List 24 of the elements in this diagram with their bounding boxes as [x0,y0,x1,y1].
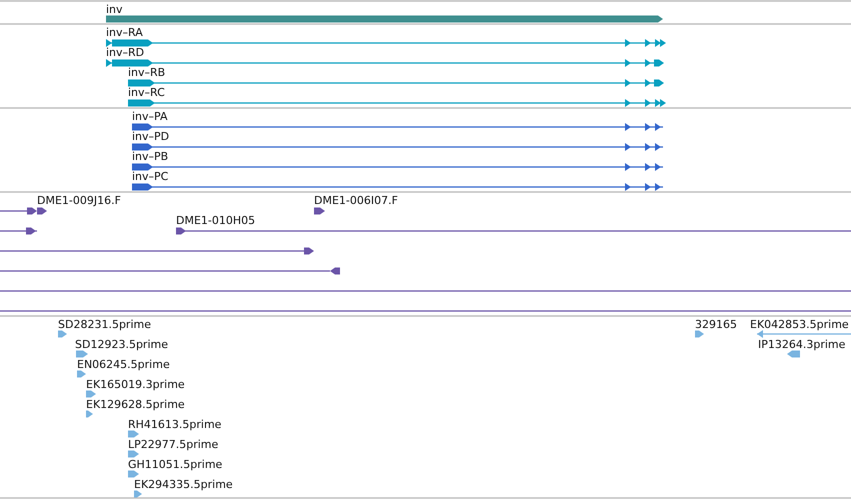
feature-label: inv–RA [106,26,143,39]
feature-label: IP13264.3prime [758,338,846,351]
feature-label: inv–PC [132,170,168,183]
feature-label: EK042853.5prime [750,318,849,331]
feature-label: EK129628.5prime [86,398,185,411]
feature-label: SD28231.5prime [58,318,151,331]
feature-label: 329165 [695,318,737,331]
feature-label: SD12923.5prime [75,338,168,351]
feature-label: GH11051.5prime [128,458,222,471]
feature-label: DME1-009J16.F [37,194,121,207]
feature-label: DME1-006I07.F [314,194,398,207]
feature-label: inv–PD [132,130,170,143]
feature-label: EK165019.3prime [86,378,185,391]
feature-label: RH41613.5prime [128,418,222,431]
feature-label: inv–RB [128,66,166,79]
feature-label: inv–RC [128,86,165,99]
feature-label: LP22977.5prime [128,438,218,451]
feature-label: EN06245.5prime [77,358,170,371]
feature-label: inv–PB [132,150,168,163]
feature-label: DME1-010H05 [176,214,256,227]
feature-label: inv [106,3,123,16]
feature-label: inv–PA [132,110,168,123]
feature-label: EK294335.5prime [134,478,233,491]
feature-label: inv–RD [106,46,144,59]
